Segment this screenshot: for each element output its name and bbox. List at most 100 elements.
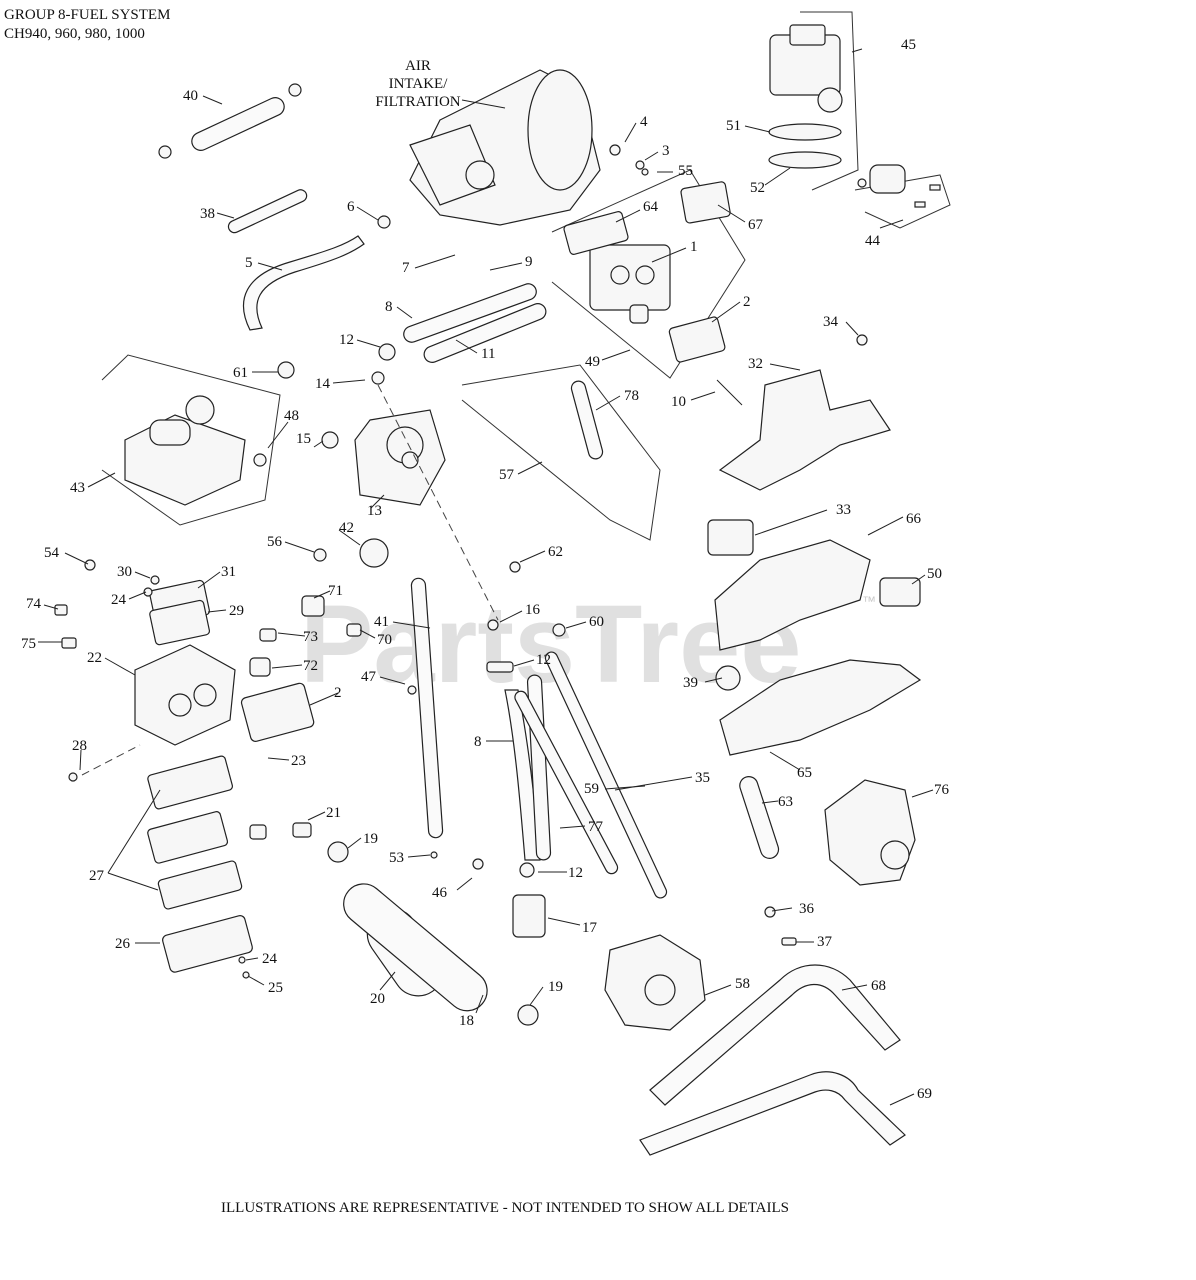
callout-label: 4: [640, 114, 648, 130]
callout-label: 3: [662, 143, 670, 159]
callout-label: 52: [750, 180, 765, 196]
callout-label: 15: [296, 431, 311, 447]
throttle-body-22: [134, 644, 236, 746]
diagram-subtitle: CH940, 960, 980, 1000: [4, 26, 145, 42]
air-intake-label-1: AIR: [405, 58, 431, 74]
air-intake-label-2: INTAKE/: [389, 76, 449, 92]
callout-label: 11: [481, 346, 495, 362]
callout-label: 17: [582, 920, 598, 936]
hose-8: [403, 283, 537, 343]
callout-label: 68: [871, 978, 886, 994]
callout-label: 50: [927, 566, 942, 582]
callout-label: 37: [817, 934, 833, 950]
callout-label: 65: [797, 765, 812, 781]
watermark-trademark: ™: [862, 593, 876, 609]
gasket-27-bottom: [157, 860, 243, 910]
callout-label: 72: [303, 658, 318, 674]
callout-label: 30: [117, 564, 132, 580]
gasket-50: [879, 577, 921, 607]
callout-label: 2: [334, 685, 342, 701]
callout-label: 34: [823, 314, 839, 330]
callout-label: 1: [690, 239, 698, 255]
callout-label: 8: [474, 734, 482, 750]
gasket-33: [707, 519, 754, 556]
callout-label: 2: [743, 294, 751, 310]
callout-label: 14: [315, 376, 331, 392]
callout-label: 75: [21, 636, 36, 652]
callout-label: 19: [363, 831, 378, 847]
callout-label: 49: [585, 354, 600, 370]
callout-label: 58: [735, 976, 750, 992]
gasket-2-top: [668, 316, 726, 363]
callout-label: 20: [370, 991, 385, 1007]
carburetor-1: [589, 244, 671, 324]
callout-label: 51: [726, 118, 741, 134]
carburetor-45: [768, 24, 843, 169]
callout-label: 67: [748, 217, 764, 233]
callout-label: 66: [906, 511, 922, 527]
footer-note: ILLUSTRATIONS ARE REPRESENTATIVE - NOT I…: [221, 1200, 789, 1216]
callout-label: 63: [778, 794, 793, 810]
pipe-69: [639, 1071, 906, 1156]
callout-label: 6: [347, 199, 355, 215]
callout-label: 45: [901, 37, 916, 53]
callout-label: 61: [233, 365, 248, 381]
callout-label: 42: [339, 520, 354, 536]
callout-label: 77: [588, 819, 604, 835]
gasket-67: [680, 181, 731, 224]
housing-43: [124, 395, 246, 506]
gasket-64: [563, 211, 629, 255]
callout-label: 43: [70, 480, 85, 496]
callout-label: 73: [303, 629, 318, 645]
callout-label: 12: [536, 652, 551, 668]
fuel-pump-13: [354, 409, 446, 506]
fuel-solenoid-44: [857, 164, 941, 208]
callout-label: 64: [643, 199, 659, 215]
hose-40: [191, 97, 285, 151]
intake-manifold-65: [719, 659, 922, 756]
callout-label: 27: [89, 868, 105, 884]
hose-38: [227, 189, 308, 234]
callout-label: 38: [200, 206, 215, 222]
callout-label: 55: [678, 163, 693, 179]
callout-label: 9: [525, 254, 533, 270]
callout-label: 47: [361, 669, 377, 685]
callout-label: 59: [584, 781, 599, 797]
group-box-78: [461, 364, 661, 541]
group-box-44: [854, 174, 951, 229]
plate-26: [162, 915, 253, 973]
hose-35: [544, 651, 668, 899]
hose-78: [570, 380, 604, 460]
callout-label: 12: [568, 865, 583, 881]
group-box-carburetor: [800, 11, 859, 191]
hose-59: [514, 690, 619, 875]
callout-label: 31: [221, 564, 236, 580]
intake-manifold-66: [714, 539, 871, 651]
callout-label: 7: [402, 260, 410, 276]
air-intake-filtration: [409, 69, 601, 226]
group-box-43: [101, 354, 281, 526]
callout-label: 46: [432, 885, 448, 901]
hose-8b: [504, 689, 541, 861]
spacer-27: [147, 811, 229, 864]
callout-label: 70: [377, 632, 392, 648]
callout-label: 78: [624, 388, 639, 404]
callout-label: 10: [671, 394, 686, 410]
callout-label: 71: [328, 583, 343, 599]
intake-manifold-32: [718, 369, 891, 491]
callout-label: 40: [183, 88, 198, 104]
callout-label: 16: [525, 602, 541, 618]
callout-label: 28: [72, 738, 87, 754]
callout-label: 69: [917, 1086, 932, 1102]
callout-label: 32: [748, 356, 763, 372]
callout-label: 76: [934, 782, 950, 798]
callout-label: 62: [548, 544, 563, 560]
callout-numbers: 45 40 4 3 55 51 52 67 64 6 1 38 7 9 5 44…: [21, 37, 950, 1102]
callout-label: 53: [389, 850, 404, 866]
callout-label: 54: [44, 545, 60, 561]
callout-label: 36: [799, 901, 815, 917]
group-box-49: [551, 169, 746, 379]
hose-41: [410, 577, 444, 839]
callout-label: 41: [374, 614, 389, 630]
callout-label: 19: [548, 979, 563, 995]
